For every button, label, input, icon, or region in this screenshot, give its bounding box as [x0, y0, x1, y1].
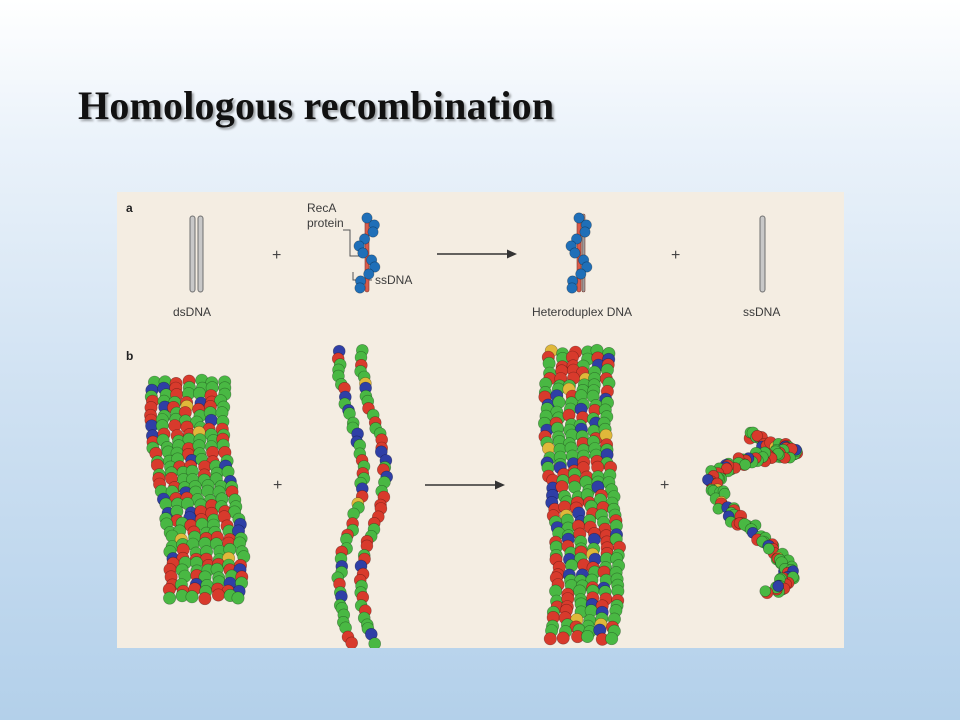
reca-bead — [573, 212, 585, 224]
reca-bead — [367, 226, 379, 238]
reaction-arrow-b — [425, 480, 505, 490]
atom — [185, 590, 199, 604]
reca-label-line1: RecA — [307, 201, 336, 215]
atom — [556, 631, 570, 645]
atom — [762, 542, 775, 555]
heteroduplex-spacefill-model — [537, 343, 626, 646]
atom — [580, 629, 594, 643]
atom — [772, 580, 785, 592]
ssdna-product-label: ssDNA — [743, 305, 780, 319]
reca-bead — [581, 261, 593, 273]
dsdna-spacefill-model — [144, 373, 251, 606]
panel-b-label: b — [126, 349, 133, 363]
atom — [751, 430, 764, 442]
dsdna-schematic — [189, 215, 204, 293]
heteroduplex-schematic — [565, 212, 593, 294]
ssdna-product-spacefill-model — [702, 426, 804, 600]
reca-bead — [579, 226, 591, 238]
reca-bead — [571, 233, 583, 245]
ssdna-product-schematic — [759, 215, 766, 293]
reca-bead — [569, 247, 581, 259]
atom — [759, 585, 772, 597]
atom — [345, 636, 358, 648]
reca-bead — [566, 282, 578, 294]
slide-title: Homologous recombination — [78, 83, 555, 128]
panel-a-label: a — [126, 201, 133, 215]
reca-bead — [363, 268, 375, 280]
reca-ssdna-filament — [353, 212, 381, 294]
plus-b-1: + — [273, 477, 282, 494]
atom — [198, 592, 212, 606]
dsdna-label: dsDNA — [173, 305, 211, 319]
reca-bead — [359, 233, 371, 245]
heteroduplex-label: Heteroduplex DNA — [532, 305, 632, 319]
atom — [605, 632, 619, 646]
reca-bead — [575, 268, 587, 280]
reca-bead — [354, 282, 366, 294]
atom — [368, 637, 381, 648]
reaction-arrow-a — [437, 249, 517, 259]
atom — [739, 458, 751, 471]
atom — [163, 591, 177, 605]
ssdna-spacefill-model — [331, 344, 394, 648]
reca-label-line2: protein — [307, 216, 344, 230]
plus-b-2: + — [660, 477, 669, 494]
reca-callout-line — [343, 229, 360, 257]
plus-a-2: + — [671, 247, 680, 264]
atom — [231, 591, 245, 605]
reca-bead — [357, 247, 369, 259]
atom — [211, 588, 225, 602]
atom — [543, 632, 557, 646]
plus-a-1: + — [272, 247, 281, 264]
reca-bead — [369, 261, 381, 273]
ssdna-callout-label: ssDNA — [375, 273, 412, 287]
recombination-figure: a dsDNA + RecA protein ssDNA Heteroduple… — [117, 192, 844, 648]
reca-bead — [361, 212, 373, 224]
figure-canvas: a dsDNA + RecA protein ssDNA Heteroduple… — [126, 201, 804, 648]
